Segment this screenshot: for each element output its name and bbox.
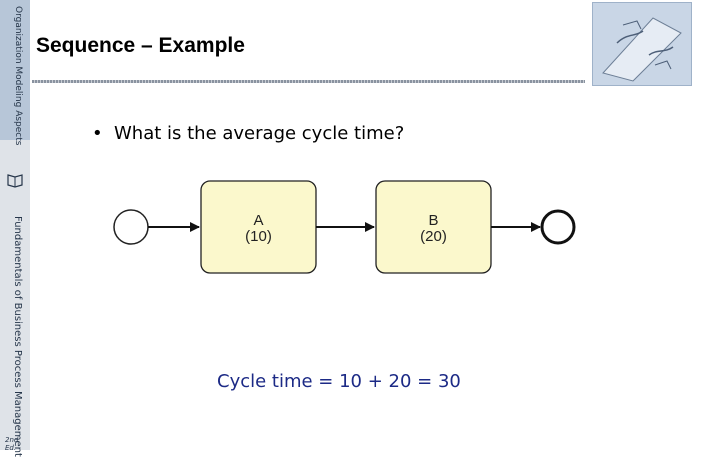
bullet-marker: • — [92, 123, 103, 144]
sidebar: Organization Modeling Aspects Fundamenta… — [0, 0, 30, 457]
book-icon — [7, 174, 23, 188]
task-a-duration: (10) — [245, 228, 272, 245]
task-b-name: B — [428, 212, 438, 229]
sketch-image — [592, 2, 692, 86]
task-b: B (20) — [375, 180, 492, 274]
task-b-duration: (20) — [420, 228, 447, 245]
end-event — [540, 209, 576, 245]
slide-title: Sequence – Example — [36, 34, 245, 57]
task-a: A (10) — [200, 180, 317, 274]
bullet-question: What is the average cycle time? — [114, 123, 405, 144]
task-a-name: A — [253, 212, 263, 229]
start-event — [113, 209, 149, 245]
title-divider — [32, 80, 585, 83]
edition-label: 2nd Ed. — [5, 436, 19, 452]
sidebar-header-block: Organization Modeling Aspects — [0, 0, 30, 145]
cycle-time-answer: Cycle time = 10 + 20 = 30 — [217, 371, 461, 392]
